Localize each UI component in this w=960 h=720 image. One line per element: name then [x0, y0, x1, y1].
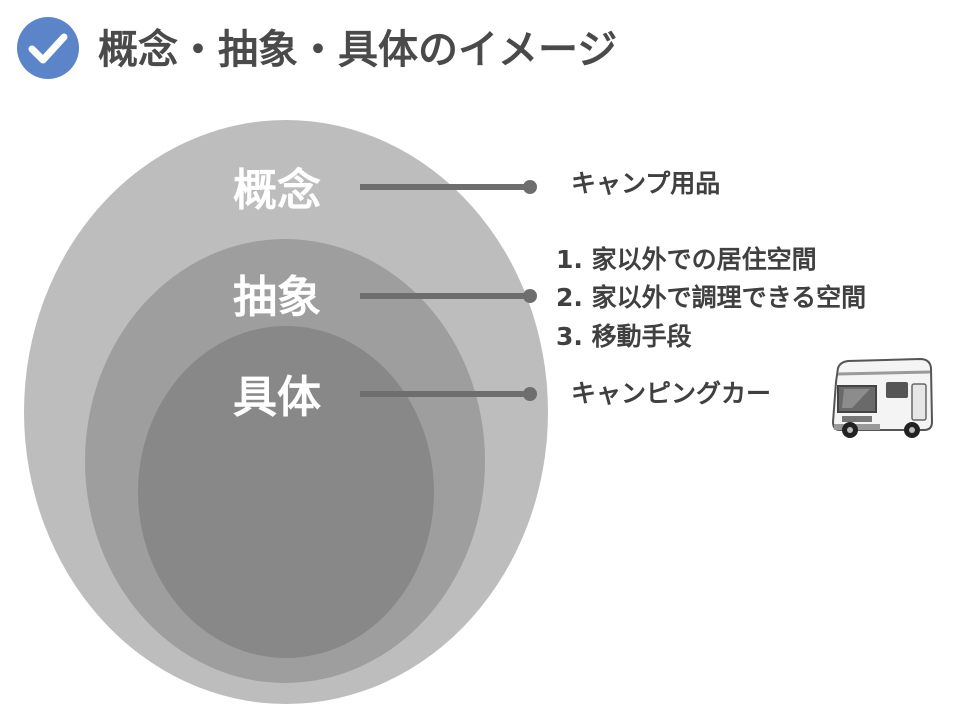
concept-item: キャンプ用品	[571, 169, 720, 198]
connector-abstract	[360, 289, 537, 303]
level-label-concrete: 具体	[233, 372, 321, 423]
connector-concept	[360, 180, 537, 194]
connector-concrete	[360, 387, 537, 401]
check-circle-icon	[17, 17, 79, 79]
abstract-item-3: 3. 移動手段	[556, 322, 692, 351]
header: 概念・抽象・具体のイメージ	[17, 17, 617, 79]
concrete-item: キャンピングカー	[571, 379, 771, 408]
camper-van-icon	[831, 357, 934, 438]
abstract-item-1: 1. 家以外での居住空間	[556, 245, 817, 274]
concrete-circle	[138, 326, 434, 658]
abstract-item-2: 2. 家以外で調理できる空間	[556, 283, 866, 312]
level-label-concept: 概念	[233, 165, 321, 216]
level-label-abstract: 抽象	[233, 272, 321, 323]
page-title: 概念・抽象・具体のイメージ	[98, 27, 617, 73]
nested-circles	[24, 120, 548, 704]
